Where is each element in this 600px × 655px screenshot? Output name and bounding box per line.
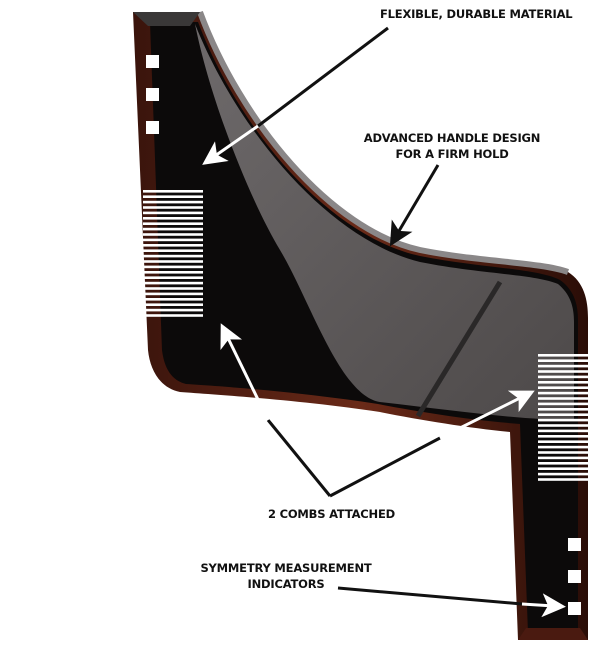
- callout-handle-line2: FOR A FIRM HOLD: [395, 147, 509, 161]
- template-body: [133, 10, 588, 640]
- callout-symmetry: SYMMETRY MEASUREMENT INDICATORS: [196, 560, 376, 592]
- callout-handle: ADVANCED HANDLE DESIGN FOR A FIRM HOLD: [352, 130, 552, 162]
- comb-right: [538, 354, 592, 481]
- indicator-squares-top: [146, 55, 159, 134]
- callout-symmetry-line2: INDICATORS: [247, 577, 325, 591]
- callout-combs-text: 2 COMBS ATTACHED: [268, 507, 395, 521]
- comb-left: [143, 190, 203, 317]
- callout-material-text: FLEXIBLE, DURABLE MATERIAL: [380, 7, 573, 21]
- callout-material: FLEXIBLE, DURABLE MATERIAL: [380, 6, 573, 22]
- callout-arrows: [202, 26, 566, 618]
- callout-handle-line1: ADVANCED HANDLE DESIGN: [363, 131, 541, 145]
- callout-symmetry-line1: SYMMETRY MEASUREMENT: [200, 561, 372, 575]
- callout-combs: 2 COMBS ATTACHED: [268, 506, 395, 522]
- indicator-squares-bottom: [568, 538, 581, 615]
